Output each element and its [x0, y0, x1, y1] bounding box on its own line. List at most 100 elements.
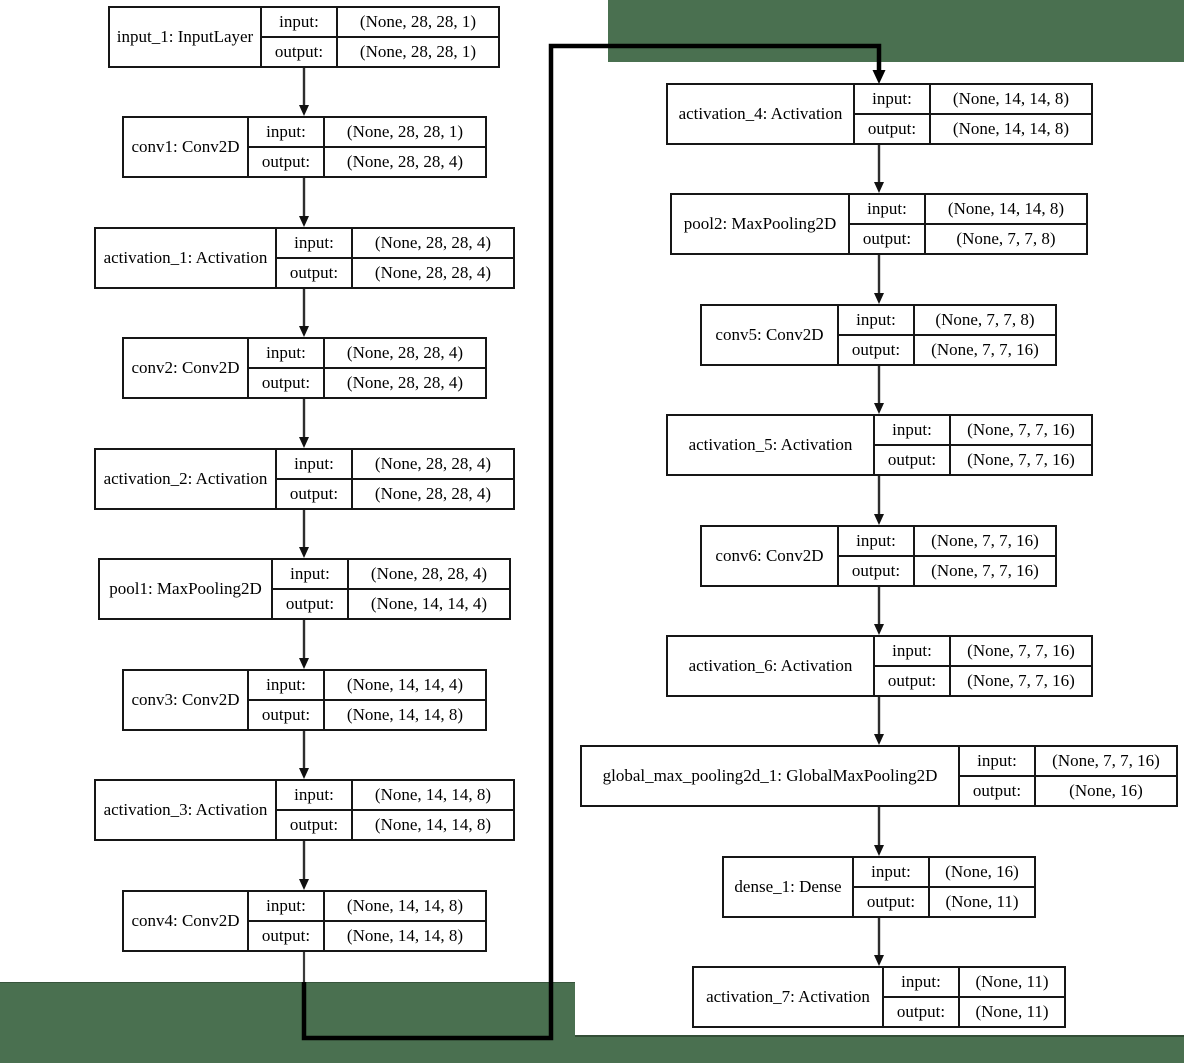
io-input-label: input: — [266, 122, 306, 141]
output-shape: (None, 7, 7, 16) — [949, 667, 1091, 695]
io-input-label: input: — [294, 785, 334, 804]
io-output-label: output: — [261, 926, 311, 945]
input-shape: (None, 28, 28, 4) — [351, 450, 513, 478]
layer-node-pool1: pool1: MaxPooling2D input:(None, 28, 28,… — [98, 558, 511, 620]
io-output-label: output: — [866, 892, 916, 911]
input-shape: (None, 28, 28, 4) — [347, 560, 509, 588]
output-shape: (None, 16) — [1034, 777, 1176, 805]
arrowhead-icon — [874, 955, 884, 966]
layer-label: input_1: InputLayer — [116, 27, 254, 46]
io-output-label: output: — [867, 119, 917, 138]
io-output-label: output: — [289, 484, 339, 503]
layer-label: conv5: Conv2D — [715, 325, 824, 344]
io-output-label: output: — [261, 152, 311, 171]
arrowhead-icon — [874, 734, 884, 745]
io-input-label: input: — [856, 310, 896, 329]
layer-label: activation_4: Activation — [678, 104, 843, 123]
input-shape: (None, 16) — [928, 858, 1034, 886]
input-shape: (None, 14, 14, 4) — [323, 671, 485, 699]
io-output-label: output: — [285, 594, 335, 613]
layer-label: conv6: Conv2D — [715, 546, 824, 565]
io-output-label: output: — [289, 815, 339, 834]
io-input-label: input: — [266, 675, 306, 694]
layer-node-activation_7: activation_7: Activation input: (None, 11… — [692, 966, 1066, 1028]
layer-label: conv3: Conv2D — [131, 690, 240, 709]
input-shape: (None, 7, 7, 16) — [949, 416, 1091, 444]
layer-label: activation_6: Activation — [688, 656, 853, 675]
output-shape: (None, 14, 14, 8) — [929, 115, 1091, 143]
io-input-label: input: — [892, 420, 932, 439]
io-output-label: output: — [261, 705, 311, 724]
output-shape: (None, 14, 14, 8) — [323, 922, 485, 950]
io-input-label: input: — [977, 751, 1017, 770]
output-shape: (None, 28, 28, 4) — [323, 148, 485, 176]
layer-label: activation_3: Activation — [103, 800, 268, 819]
input-shape: (None, 28, 28, 4) — [351, 229, 513, 257]
input-shape: (None, 7, 7, 16) — [1034, 747, 1176, 775]
arrowhead-icon — [299, 768, 309, 779]
arrowhead-icon — [299, 658, 309, 669]
output-shape: (None, 7, 7, 16) — [913, 557, 1055, 585]
layer-node-activation_5: activation_5: Activation input: (None, 7,… — [666, 414, 1093, 476]
io-input-label: input: — [294, 233, 334, 252]
output-shape: (None, 7, 7, 16) — [949, 446, 1091, 474]
io-output-label: output: — [887, 671, 937, 690]
io-output-label: output: — [972, 781, 1022, 800]
input-shape: (None, 7, 7, 16) — [913, 527, 1055, 555]
arrowhead-icon — [299, 326, 309, 337]
io-input-label: input: — [294, 454, 334, 473]
io-output-label: output: — [289, 263, 339, 282]
layer-node-pool2: pool2: MaxPooling2D input:(None, 14, 14,… — [670, 193, 1088, 255]
layer-node-conv3: conv3: Conv2D input: (None, 14, 14, 4) ou… — [122, 669, 487, 731]
arrowhead-icon — [299, 437, 309, 448]
layer-label: activation_5: Activation — [688, 435, 853, 454]
arrowhead-icon — [299, 216, 309, 227]
layer-node-activation_2: activation_2: Activation input:(None, 28… — [94, 448, 515, 510]
input-shape: (None, 14, 14, 8) — [323, 892, 485, 920]
layer-node-activation_6: activation_6: Activation input:(None, 7,… — [666, 635, 1093, 697]
arrowhead-icon — [299, 547, 309, 558]
flow-arrow-lines — [302, 68, 881, 956]
io-input-label: input: — [872, 89, 912, 108]
output-shape: (None, 7, 7, 16) — [913, 336, 1055, 364]
layer-node-conv6: conv6: Conv2D input: (None, 7, 7, 16) out… — [700, 525, 1057, 587]
layer-node-dense_1: dense_1: Dense input: (None, 16) output: (… — [722, 856, 1036, 918]
output-shape: (None, 28, 28, 4) — [351, 259, 513, 287]
layer-label: pool1: MaxPooling2D — [109, 579, 262, 598]
layer-label: activation_7: Activation — [706, 987, 870, 1006]
skip-connector-line — [301, 43, 882, 1041]
input-shape: (None, 14, 14, 8) — [924, 195, 1086, 223]
io-input-label: input: — [871, 862, 911, 881]
input-shape: (None, 28, 28, 4) — [323, 339, 485, 367]
io-output-label: output: — [274, 42, 324, 61]
arrowhead-icon — [874, 182, 884, 193]
output-shape: (None, 28, 28, 4) — [323, 369, 485, 397]
io-input-label: input: — [856, 531, 896, 550]
layer-label: conv4: Conv2D — [131, 911, 240, 930]
skip-connector-arrowhead-icon — [872, 70, 886, 84]
layer-label: pool2: MaxPooling2D — [683, 214, 837, 233]
output-shape: (None, 28, 28, 4) — [351, 480, 513, 508]
output-shape: (None, 14, 14, 8) — [351, 811, 513, 839]
layer-label: dense_1: Dense — [734, 877, 842, 896]
output-shape: (None, 11) — [928, 888, 1034, 916]
output-shape: (None, 28, 28, 1) — [336, 38, 498, 66]
io-input-label: input: — [266, 343, 306, 362]
output-shape: (None, 14, 14, 8) — [323, 701, 485, 729]
output-shape: (None, 11) — [958, 998, 1064, 1026]
io-input-label: input: — [901, 972, 941, 991]
layer-node-activation_3: activation_3: Activation input: (None, 14… — [94, 779, 515, 841]
arrowheads — [299, 105, 884, 966]
arrowhead-icon — [874, 514, 884, 525]
input-shape: (None, 7, 7, 16) — [949, 637, 1091, 665]
output-shape: (None, 14, 14, 4) — [347, 590, 509, 618]
io-output-label: output: — [851, 561, 901, 580]
layer-label: conv2: Conv2D — [131, 358, 240, 377]
output-shape: (None, 7, 7, 8) — [924, 225, 1086, 253]
arrowhead-icon — [874, 403, 884, 414]
layer-node-conv2: conv2: Conv2D input:(None, 28, 28, 4) ou… — [122, 337, 487, 399]
io-output-label: output: — [862, 229, 912, 248]
io-output-label: output: — [851, 340, 901, 359]
